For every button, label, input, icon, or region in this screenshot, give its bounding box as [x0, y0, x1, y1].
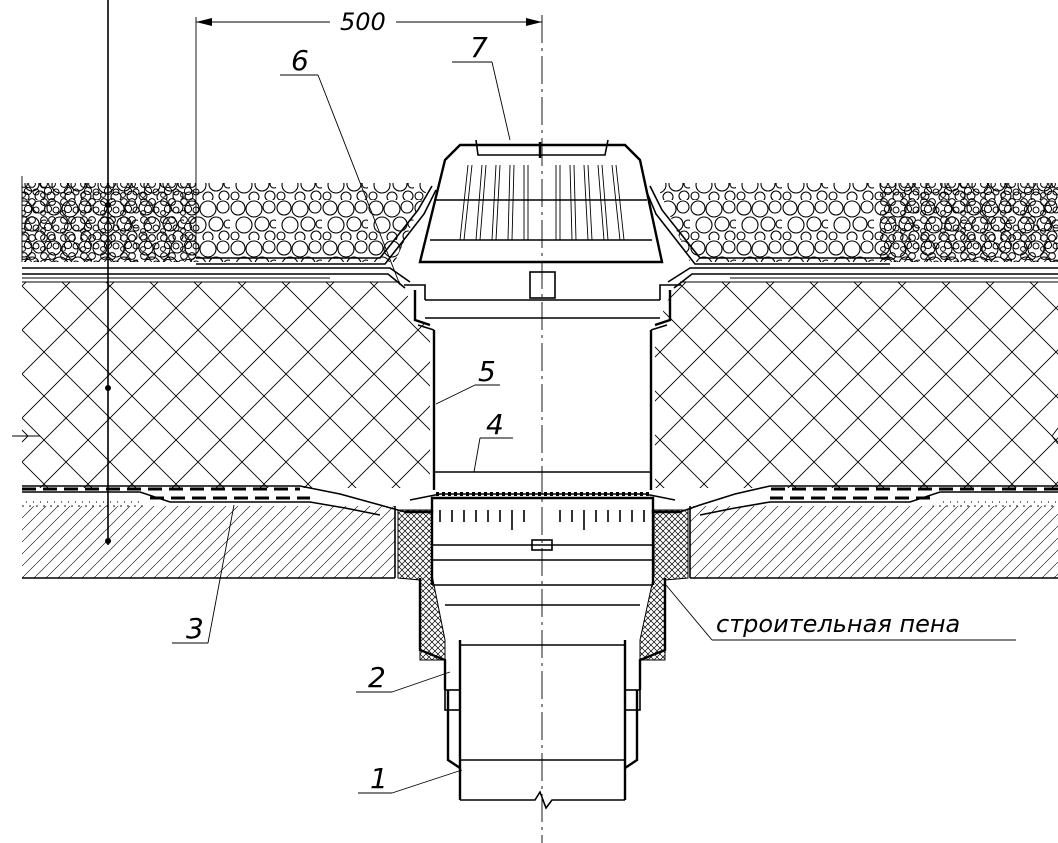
- callout-label-3: 3: [186, 612, 204, 645]
- callout-label-1: 1: [370, 762, 388, 795]
- dimension-500: 500: [195, 8, 542, 256]
- callout-label-5: 5: [478, 355, 496, 388]
- callout-4: 4: [473, 408, 513, 473]
- clamping-flange: [405, 492, 680, 530]
- top-membrane: [22, 185, 1058, 289]
- foam-note: строительная пена: [665, 584, 1016, 641]
- drain-body: [418, 510, 667, 690]
- callout-label-7: 7: [470, 31, 488, 64]
- concrete-slab: [22, 506, 1058, 579]
- drain-pipe: [444, 640, 641, 810]
- left-section-line: [12, 0, 1058, 545]
- callout-label-6: 6: [291, 44, 309, 77]
- callout-label-2: 2: [368, 661, 386, 694]
- flange-teeth: [439, 510, 645, 530]
- leaf-guard-ribs: [459, 164, 625, 241]
- foam-note-label: строительная пена: [716, 610, 960, 638]
- dimension-label: 500: [340, 8, 386, 36]
- callout-6: 6: [280, 44, 401, 286]
- insulation-layer: [22, 281, 1058, 488]
- extension-element: [404, 271, 681, 490]
- gravel-layer: [21, 176, 1058, 262]
- leaf-guard: [418, 139, 664, 264]
- callout-7: 7: [452, 31, 511, 141]
- callout-1: 1: [358, 762, 463, 795]
- callout-3: 3: [172, 504, 235, 645]
- callout-label-4: 4: [486, 408, 504, 441]
- callout-5: 5: [435, 355, 500, 405]
- callout-2: 2: [356, 661, 451, 694]
